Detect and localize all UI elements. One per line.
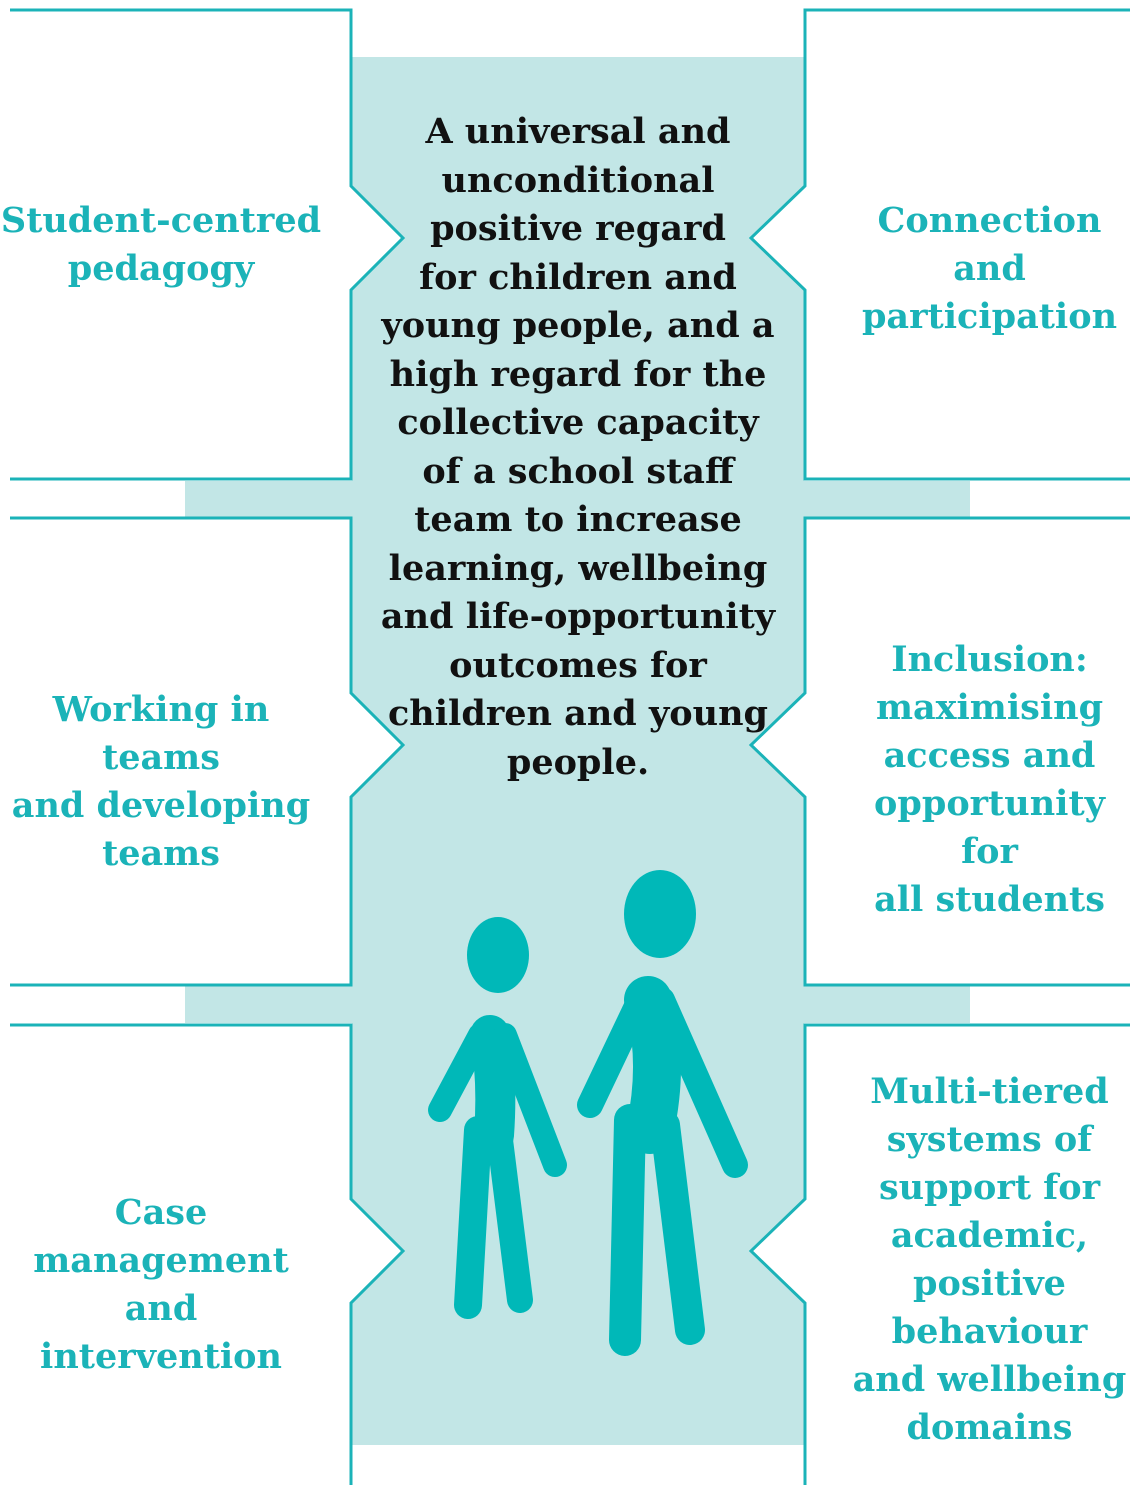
small-figure-left-arm-icon (428, 1023, 492, 1122)
box-top-left (10, 8, 406, 481)
tall-figure-right-leg-icon (650, 1110, 705, 1345)
box-top-right (748, 8, 1130, 481)
label-multi-tiered-systems: Multi-tiered systems of support for acad… (852, 1071, 1127, 1448)
center-panel (352, 57, 804, 1445)
center-statement: A universal and unconditional positive r… (380, 111, 776, 783)
tall-figure-left-arm-icon (577, 987, 653, 1118)
small-figure-head-icon (467, 917, 529, 993)
label-inclusion: Inclusion: maximising access and opportu… (874, 639, 1105, 920)
tall-figure-body-icon (624, 976, 681, 1154)
box-mid-left (10, 516, 406, 987)
label-case-management: Case management and intervention (33, 1192, 289, 1377)
label-connection-participation: Connection and participation (861, 200, 1118, 337)
connector-bar-top (185, 481, 970, 517)
tall-figure-head-icon (624, 870, 696, 958)
label-student-centred-pedagogy: Student-centred pedagogy (0, 200, 322, 289)
tall-figure-right-arm-icon (649, 987, 748, 1178)
small-figure-right-leg-icon (487, 1127, 533, 1313)
label-working-in-teams: Working in teams and developing teams (11, 689, 311, 874)
people-figures-icon (428, 870, 748, 1356)
box-bottom-right (748, 1023, 1130, 1485)
box-mid-right (748, 516, 1130, 987)
tall-figure-left-leg-icon (609, 1104, 646, 1356)
connector-bar-bottom (185, 986, 970, 1023)
small-figure-right-arm-icon (493, 1023, 567, 1177)
box-bottom-left (10, 1023, 406, 1485)
small-figure-left-leg-icon (454, 1116, 492, 1319)
small-figure-body-icon (470, 1015, 516, 1155)
